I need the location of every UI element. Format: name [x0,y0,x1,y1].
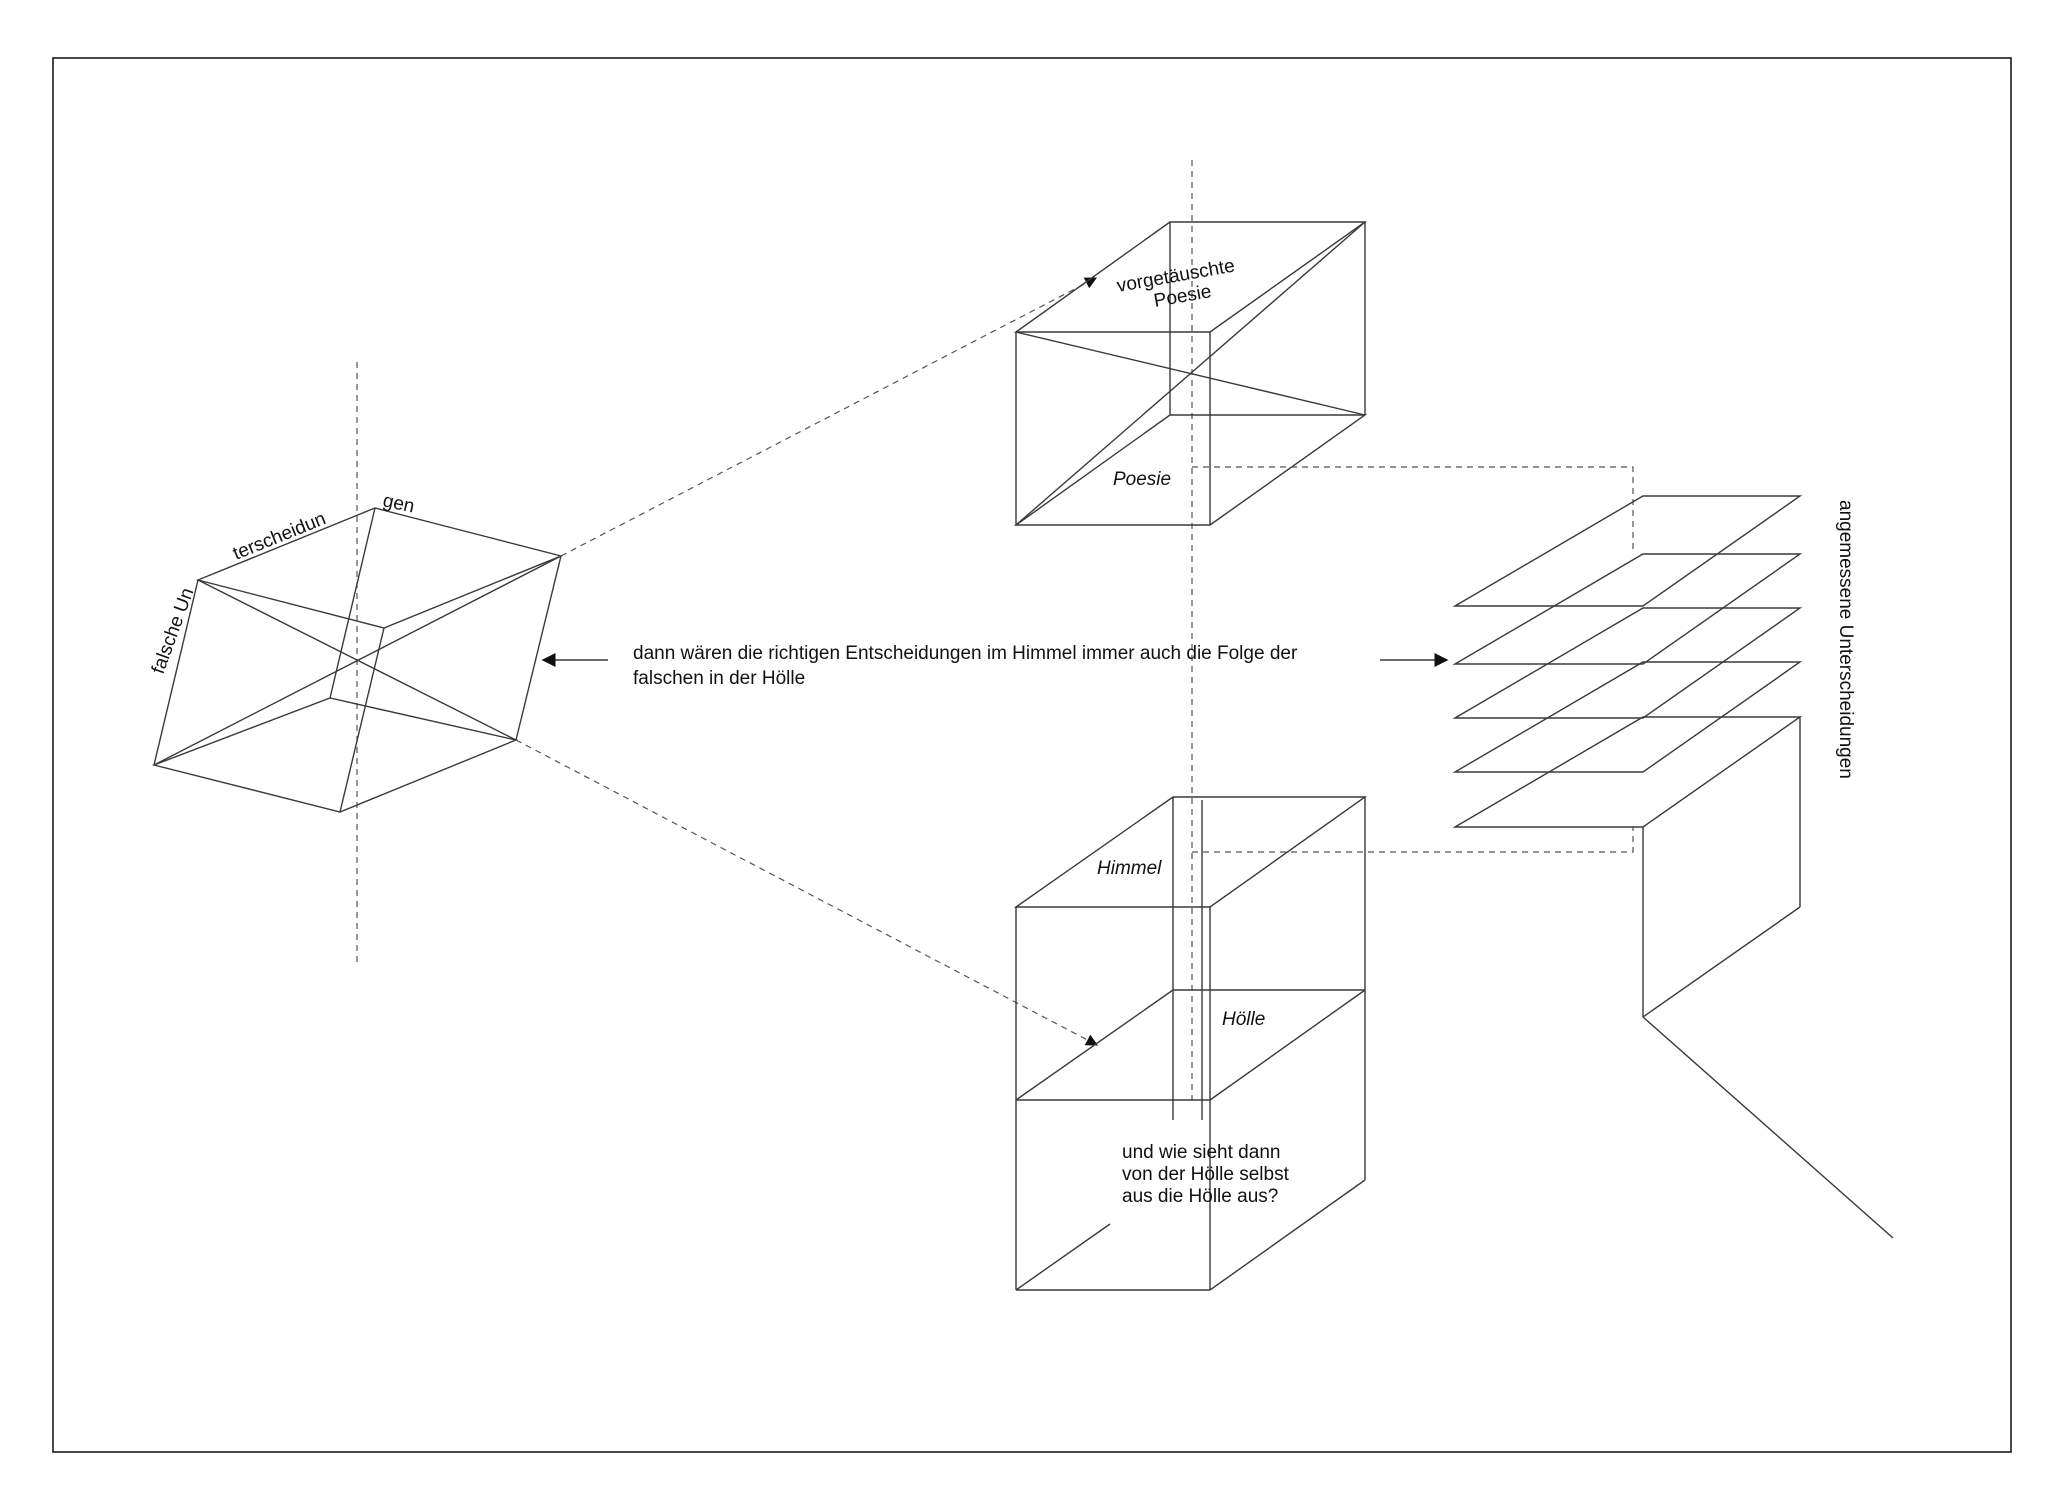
central-text-line-1: dann wären die richtigen Entscheidungen … [633,643,1298,664]
poesie-cube [1013,221,1368,526]
label-poesie: Poesie [1113,469,1171,490]
question-line-2: von der Hölle selbst [1122,1164,1290,1185]
dashed-arrow-to-poesie [560,277,1098,557]
planes-stack [1452,495,1894,1239]
dashed-arrow-to-hoelle [515,739,1099,1046]
label-gen: gen [381,490,416,517]
label-falsche-un: falsche Un [148,585,198,677]
himmel-hoelle-cube [1013,796,1368,1291]
question-line-1: und wie sieht dann [1122,1142,1280,1163]
label-hoelle: Hölle [1222,1009,1265,1030]
question-line-3: aus die Hölle aus? [1122,1186,1278,1207]
dashed-link-poesie-stack [1192,466,1634,550]
central-text-line-2: falschen in der Hölle [633,668,805,689]
label-terscheidun: terscheidun [230,508,329,564]
label-angemessene: angemessene Unterscheidungen [1835,500,1856,779]
left-cube [151,362,564,965]
dashed-link-himmel-stack [1192,827,1634,853]
label-himmel: Himmel [1097,858,1162,879]
page-frame [52,57,2012,1453]
